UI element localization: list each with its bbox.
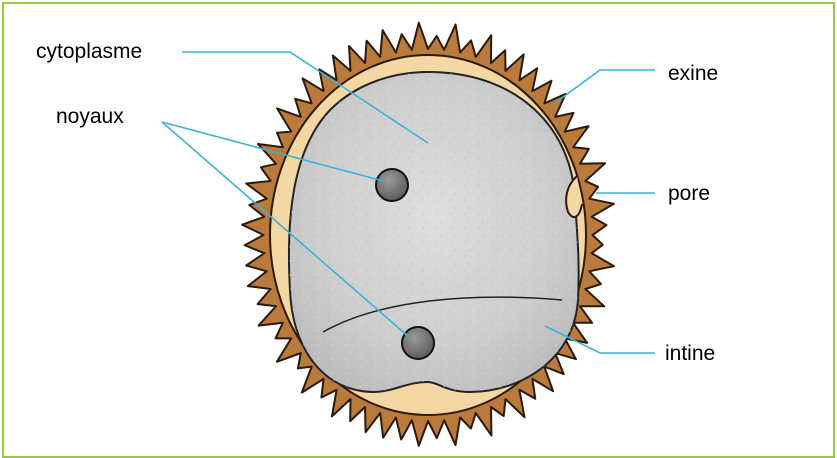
label-intine: intine xyxy=(665,342,715,365)
leader-line-exine xyxy=(555,70,655,103)
label-cytoplasme: cytoplasme xyxy=(36,40,142,63)
label-noyaux: noyaux xyxy=(56,105,124,128)
nucleus-lower xyxy=(402,327,434,359)
label-exine: exine xyxy=(668,62,718,85)
nucleus-upper xyxy=(376,169,408,201)
label-pore: pore xyxy=(668,182,710,205)
